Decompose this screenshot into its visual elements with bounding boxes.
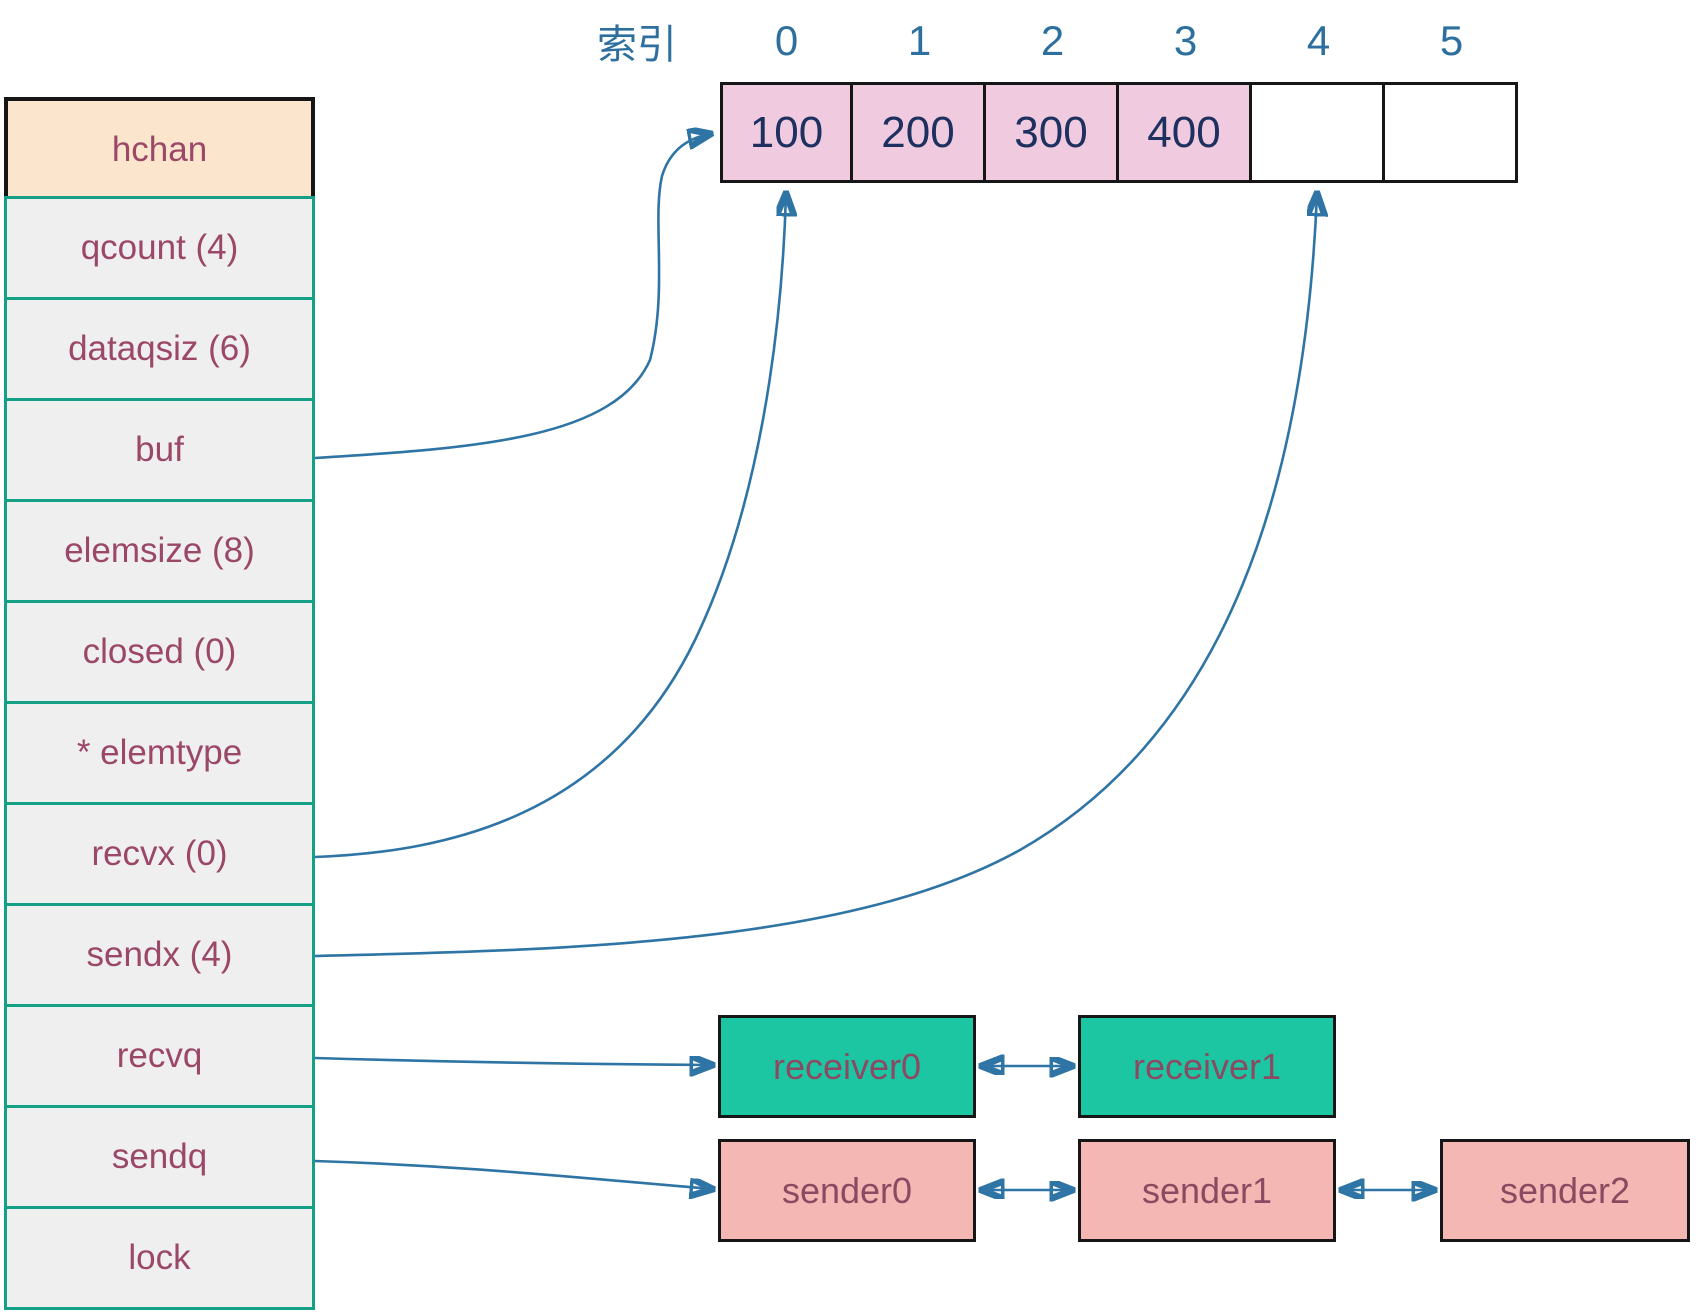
table-row-dataqsiz: dataqsiz (6) [4,297,315,401]
buffer-cell-4 [1252,82,1385,183]
buffer-cell-5 [1385,82,1518,183]
ring-buffer-array: 100 200 300 400 [720,82,1518,183]
index-label-0: 0 [774,17,799,64]
table-row-closed: closed (0) [4,600,315,704]
index-axis-label: 索引 [597,23,677,67]
index-label-5: 5 [1439,17,1464,64]
node-sender0: sender0 [718,1139,976,1242]
sendq-arrow [314,1159,712,1189]
index-label-4: 4 [1306,17,1331,64]
buffer-cell-3: 400 [1119,82,1252,183]
node-sender1: sender1 [1078,1139,1336,1242]
node-receiver0: receiver0 [718,1015,976,1118]
buffer-cell-2: 300 [986,82,1119,183]
index-label-1: 1 [907,17,932,64]
table-row-buf: buf [4,398,315,502]
table-row-recvx: recvx (0) [4,802,315,906]
sendx-arrow [314,194,1317,958]
recvx-arrow [314,194,786,859]
table-row-sendq: sendq [4,1105,315,1209]
node-sender2: sender2 [1440,1139,1690,1242]
buffer-cell-1: 200 [853,82,986,183]
recvq-arrow [314,1058,712,1065]
table-row-elemsize: elemsize (8) [4,499,315,603]
hchan-struct-table: hchan qcount (4) dataqsiz (6) buf elemsi… [4,97,315,1310]
table-row-hchan: hchan [4,97,315,199]
buffer-cell-0: 100 [720,82,853,183]
table-row-lock: lock [4,1206,315,1310]
index-label-2: 2 [1040,17,1065,64]
table-row-elemtype: * elemtype [4,701,315,805]
buf-arrow [314,134,710,460]
table-row-sendx: sendx (4) [4,903,315,1007]
node-receiver1: receiver1 [1078,1015,1336,1118]
table-row-qcount: qcount (4) [4,196,315,300]
table-row-recvq: recvq [4,1004,315,1108]
index-label-3: 3 [1173,17,1198,64]
